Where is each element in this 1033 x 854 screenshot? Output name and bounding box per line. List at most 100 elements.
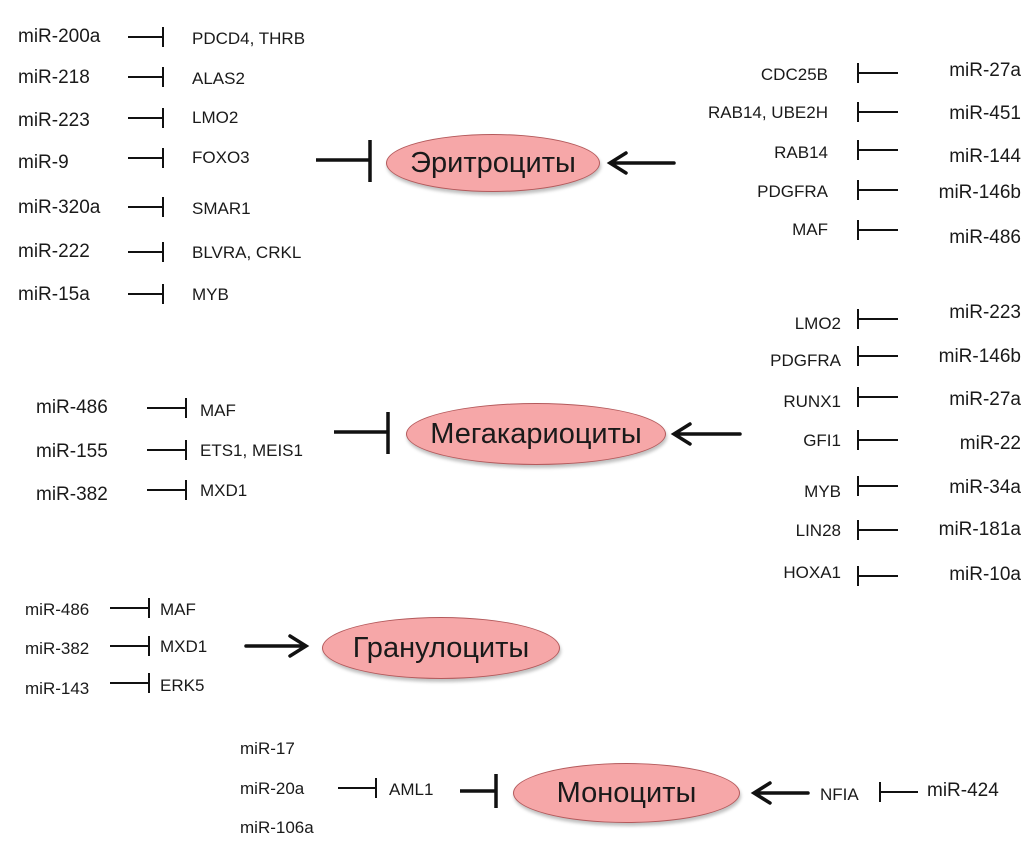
cell-activation-arrows [244,151,810,805]
target-gene-label: MYB [804,482,841,501]
inhibit-line [110,636,150,656]
target-gene-label: MAF [792,220,828,239]
inhibit-line [857,140,898,160]
mirna-label: miR-382 [36,484,108,505]
inhibit-line [857,309,898,329]
inhibit-line [128,27,164,47]
mirna-label: miR-486 [949,227,1021,248]
erythro-block-arrow [316,140,372,182]
target-gene-label: FOXO3 [192,148,250,167]
target-gene-label: GFI1 [803,431,841,450]
erythrocytes-label: Эритроциты [410,146,576,179]
mega-left-inhibitors [147,398,187,500]
target-gene-label: RAB14, UBE2H [708,103,828,122]
mirna-label: miR-15a [18,284,90,305]
target-gene-label: MXD1 [200,481,248,500]
mirna-label: miR-451 [949,103,1021,124]
mirna-label: miR-181a [938,519,1021,540]
inhibit-line [857,476,898,496]
inhibit-line [857,102,898,122]
mono-inhibitors [338,778,918,802]
mirna-label: miR-424 [927,780,999,801]
mirna-label: miR-27a [949,389,1021,410]
granulocytes-cell: Гранулоциты [322,617,560,679]
mirna-label: miR-155 [36,441,108,462]
mega-right-inhibitors [857,309,898,586]
megakaryocytes-cell: Мегакариоциты [406,403,666,465]
target-gene-label: MAF [160,600,196,619]
mirna-label: miR-222 [18,241,90,262]
target-gene-label: RUNX1 [783,392,841,411]
mirna-label: miR-223 [18,110,90,131]
target-gene-label: PDGFRA [770,351,841,370]
mirna-label: miR-200a [18,26,101,47]
mirna-label: miR-34a [949,477,1021,498]
mirna-label: miR-144 [949,146,1021,167]
target-gene-label: AML1 [389,780,434,799]
inhibit-line [857,346,898,366]
mirna-label: miR-218 [18,67,90,88]
target-gene-label: ALAS2 [192,69,245,88]
target-gene-label: MXD1 [160,637,208,656]
mirna-label: miR-22 [959,433,1021,454]
mirna-label: miR-106a [240,818,314,837]
mega-block-arrow [334,412,390,454]
monocytes-label: Моноциты [556,776,697,809]
mirna-label: miR-143 [25,679,90,698]
mirna-label: miR-146b [938,346,1021,367]
inhibit-line [128,197,164,217]
inhibit-line [128,284,164,304]
mirna-label: miR-486 [25,600,90,619]
inhibit-line [857,63,898,83]
mirna-label: miR-382 [25,639,90,658]
target-gene-label: PDGFRA [757,182,828,201]
target-gene-label: SMAR1 [192,199,251,218]
target-gene-label: LIN28 [795,521,841,540]
inhibit-line [857,387,898,407]
granulocytes-label: Гранулоциты [352,631,530,664]
inhibit-line [857,430,898,450]
target-gene-label: HOXA1 [783,563,841,582]
target-gene-label: BLVRA, CRKL [192,243,302,262]
target-gene-label: MAF [200,401,236,420]
inhibit-line [128,67,164,87]
mega-activation-arrow [670,422,742,446]
mirna-label: miR-9 [18,152,69,173]
megakaryocytes-label: Мегакариоциты [430,417,642,450]
mirna-label: miR-20a [240,779,305,798]
mono-block-arrow [460,774,498,808]
target-gene-label: LMO2 [192,108,239,127]
erythro-right-inhibitors [857,63,898,240]
target-gene-label: RAB14 [774,143,828,162]
mirna-label: miR-320a [18,197,101,218]
inhibit-line [110,673,150,693]
target-gene-label: CDC25B [760,65,828,84]
mirna-label: miR-27a [949,60,1021,81]
target-gene-label: PDCD4, THRB [192,29,306,48]
inhibit-line [857,566,898,586]
target-gene-label: MYB [192,285,229,304]
target-gene-label: NFIA [820,785,859,804]
inhibit-line [857,220,898,240]
inhibit-line [147,480,187,500]
granulo-activation-arrow [244,634,310,658]
erythro-left-inhibitors [128,27,164,304]
inhibit-line [147,440,187,460]
mirna-label: miR-17 [240,739,295,758]
mirna-label: miR-486 [36,397,108,418]
inhibit-line [128,108,164,128]
inhibit-line [857,520,898,540]
inhibit-line [128,148,164,168]
inhibit-line [338,778,377,798]
inhibit-line [879,782,918,802]
erythro-activation-arrow [606,151,676,175]
cell-block-arrows [316,140,498,808]
target-gene-label: ETS1, MEIS1 [200,441,303,460]
mirna-label: miR-223 [949,302,1021,323]
mono-activation-arrow [750,781,810,805]
mirna-label: miR-10a [949,564,1021,585]
inhibit-line [857,180,898,200]
granulo-left-inhibitors [110,598,150,693]
inhibit-line [147,398,187,418]
